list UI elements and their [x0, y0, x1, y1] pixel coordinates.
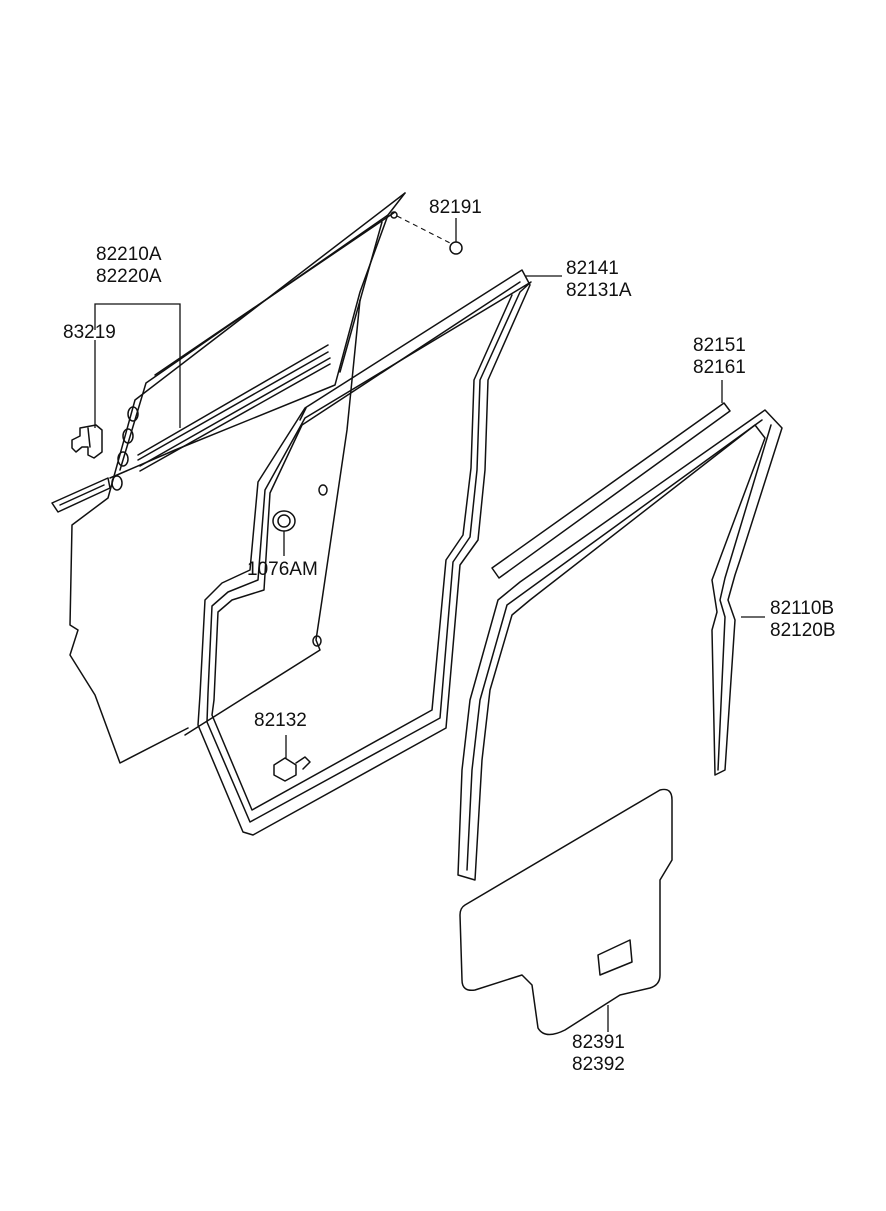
label-82191: 82191	[429, 197, 482, 218]
label-82151: 82151	[693, 335, 746, 356]
label-1076AM: 1076AM	[247, 559, 318, 580]
glass-run-82151	[491, 380, 731, 579]
label-82392: 82392	[572, 1054, 625, 1075]
label-82131A: 82131A	[566, 280, 632, 301]
plug-1076AM	[272, 510, 296, 556]
label-82161: 82161	[693, 357, 746, 378]
label-82132: 82132	[254, 710, 307, 731]
label-82210A: 82210A	[96, 244, 162, 265]
weatherstrip-82110B	[457, 409, 783, 881]
part-labels: 82191 82210A 82220A 83219 82141 82131A 8…	[63, 197, 836, 1075]
seal-82391	[459, 788, 673, 1036]
clip-83219	[71, 424, 103, 459]
label-83219: 83219	[63, 322, 116, 343]
label-82110B: 82110B	[770, 598, 834, 619]
belt-weatherstrip	[51, 477, 111, 513]
leader-lines	[94, 218, 562, 428]
door-panel	[69, 192, 406, 764]
label-82141: 82141	[566, 258, 619, 279]
clip-82132	[273, 735, 311, 782]
door-weatherstrip-82141	[184, 269, 532, 836]
label-82120B: 82120B	[770, 620, 836, 641]
label-82391: 82391	[572, 1032, 625, 1053]
cap-82191	[396, 215, 463, 255]
label-82220A: 82220A	[96, 266, 162, 287]
